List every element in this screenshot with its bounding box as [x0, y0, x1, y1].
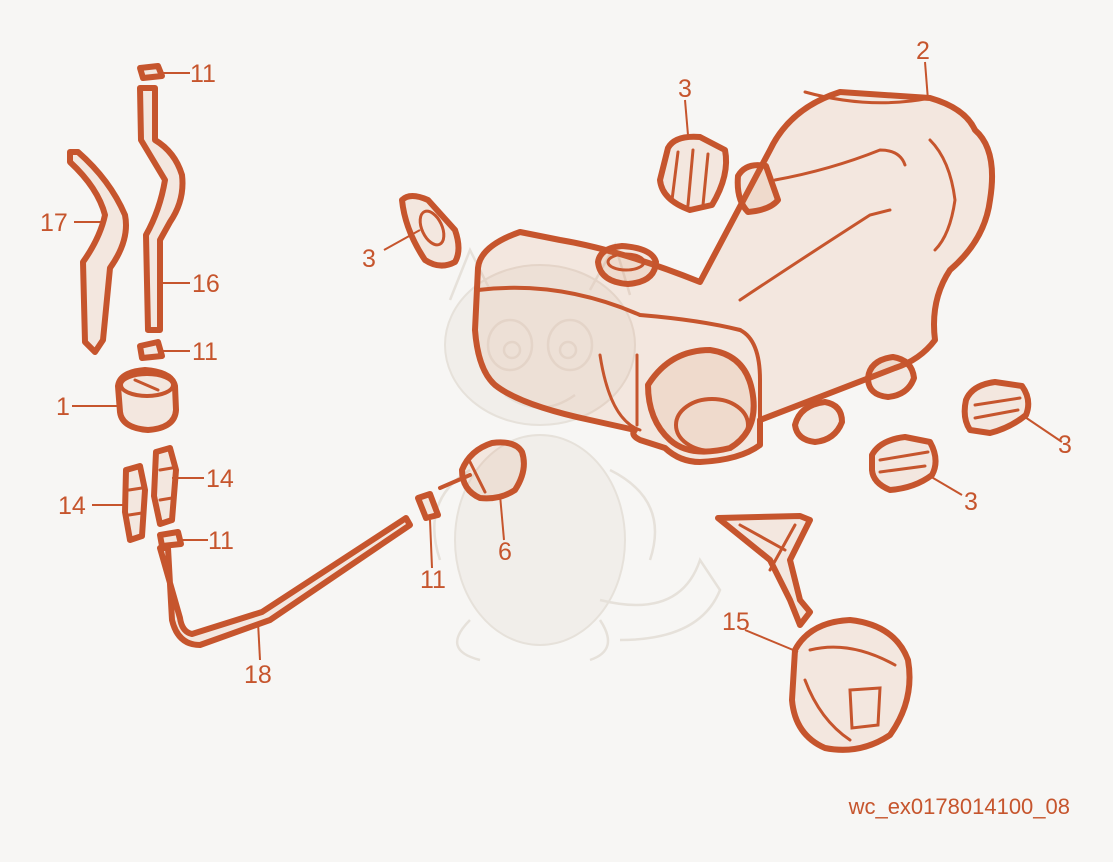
grommet-part-14-left — [122, 463, 148, 543]
clip-part-11-top — [137, 63, 165, 81]
bushing-part-3-top — [657, 133, 730, 213]
bushing-part-3-left — [399, 193, 462, 269]
callout-labels: 11 17 16 11 1 14 14 11 11 6 18 3 2 3 3 3… — [40, 37, 1072, 689]
callout-11-hose: 11 — [420, 566, 446, 594]
bracket-part-17 — [67, 149, 129, 355]
fuel-hose-part-18 — [157, 515, 413, 648]
callout-14-right: 14 — [206, 465, 234, 493]
callout-16: 16 — [192, 270, 220, 298]
tank-part-2 — [472, 89, 996, 465]
callout-18: 18 — [244, 661, 272, 689]
leader-lines — [72, 61, 1063, 661]
fuel-filter-part-6 — [438, 439, 527, 502]
callout-3-top: 3 — [678, 75, 692, 103]
tank-cap-part-15 — [715, 513, 913, 753]
callout-11-low: 11 — [208, 527, 234, 555]
cap-part-1 — [115, 367, 179, 433]
callout-1: 1 — [56, 393, 70, 421]
grommet-part-14-right — [151, 445, 179, 527]
callout-11-top: 11 — [190, 60, 216, 88]
callout-17: 17 — [40, 209, 68, 237]
bracket-part-16 — [137, 85, 186, 333]
clip-part-11-mid — [137, 339, 165, 361]
reference-code: wc_ex0178014100_08 — [848, 794, 1070, 819]
callout-2: 2 — [916, 37, 930, 65]
clip-part-11-hose — [415, 491, 441, 521]
callout-3-lower: 3 — [964, 488, 978, 516]
bushing-part-3-lower — [869, 434, 939, 493]
callout-14-left: 14 — [58, 492, 86, 520]
callout-11-mid: 11 — [192, 338, 218, 366]
bushing-part-3-right — [961, 379, 1032, 436]
callout-15: 15 — [722, 608, 750, 636]
callout-3-left: 3 — [362, 245, 376, 273]
callout-3-right: 3 — [1058, 431, 1072, 459]
clip-part-11-low — [157, 529, 184, 549]
callout-6: 6 — [498, 538, 512, 566]
